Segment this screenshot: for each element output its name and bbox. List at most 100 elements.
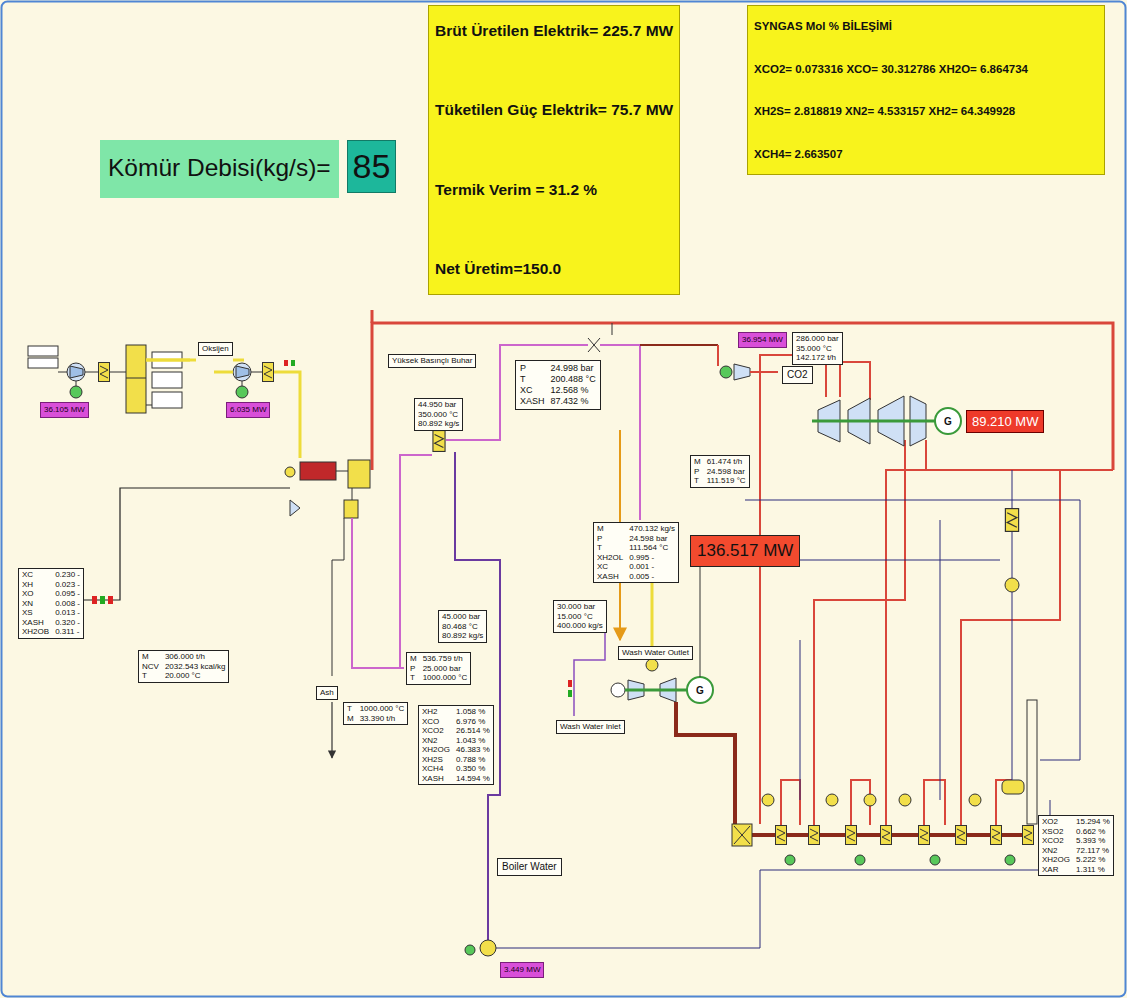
node-text: 2032.543 kcal/kg [165,662,226,672]
node-text: Wash Water Inlet [560,722,621,732]
node-text: T [520,374,545,385]
stream-table: M470.132 kg/sP24.598 barT111.564 °CXH2OL… [593,522,679,583]
node-text: XH2OG [1042,855,1070,865]
node-text: P [694,467,701,477]
node-text: XASH [422,774,450,784]
node-text: P [597,534,623,544]
node-text: XO2 [1042,817,1070,827]
node-text: XCH4 [422,764,450,774]
node-text: SYNGAS Mol % BİLEŞİMİ [754,20,1098,32]
gas-turbine [611,677,713,703]
node-text: 3.449 MW [504,965,540,975]
node-text: 26.514 % [456,726,490,736]
node-text: 87.432 % [551,396,596,407]
node-text: 1.043 % [456,736,490,746]
node-text: 536.759 t/h [423,654,468,664]
node-text: 5.222 % [1076,855,1110,865]
node-text: XASH [520,396,545,407]
node-text: 80.892 kg/s [418,419,459,429]
power-box: 6.035 MW [226,402,270,418]
node-text: XS [22,608,49,618]
node-text: 24.598 bar [707,467,746,477]
coal-flow-label: Kömür Debisi(kg/s)= [100,140,339,198]
node-text: 36.954 MW [742,335,783,345]
node-text: T [694,476,701,486]
power-box: 89.210 MW [966,410,1044,433]
node-text: 0.023 - [55,580,80,590]
node-text: XN2 [422,736,450,746]
node-text: XC [597,562,623,572]
node-text: 1000.000 °C [360,704,405,714]
node-text: Yüksek Basınçlı Buhar [392,356,472,366]
node-text: XCO2= 0.073316 XCO= 30.312786 XH2O= 6.86… [754,63,1098,75]
node-text: T [410,673,417,683]
node-text: XH2OL [597,553,623,563]
node-text: XH2S [422,755,450,765]
node-text: XC [22,570,49,580]
node-text: P [410,664,417,674]
results-panel: Brüt Üretilen Elektrik= 225.7 MW Tüketile… [428,5,680,295]
node-text: 0.095 - [55,589,80,599]
node-text: 0.008 - [55,599,80,609]
node-text: 80.892 kg/s [442,631,483,641]
node-text: 12.568 % [551,385,596,396]
node-text: 20.000 °C [165,671,226,681]
power-box: 136.517 MW [690,535,800,567]
node-text: XH2S= 2.818819 XN2= 4.533157 XH2= 64.349… [754,105,1098,117]
node-text: 89.210 MW [972,414,1038,429]
node-text: Tüketilen Güç Elektrik= 75.7 MW [435,101,673,119]
stream-tag: Boiler Water [497,858,562,876]
node-text: XCO2 [1042,836,1070,846]
stream-tag: Wash Water Outlet [618,646,693,660]
node-text: 85 [353,147,391,186]
node-text: Oksijen [202,344,229,354]
node-text: 14.594 % [456,774,490,784]
node-text: 0.350 % [456,764,490,774]
node-text: 0.311 - [55,627,80,637]
node-text: XH2OG [422,745,450,755]
stream-tag: Wash Water Inlet [556,720,625,734]
node-text: 72.117 % [1076,846,1110,856]
node-text: 30.000 bar [557,602,603,612]
node-text: XO [22,589,49,599]
node-text: T [347,704,354,714]
coal-flow-value: 85 [347,140,397,193]
node-text: 15.294 % [1076,817,1110,827]
node-text: 24.598 bar [629,534,675,544]
stream-table: T 1000.000 °C M 33.390 t/h [343,702,408,725]
node-text: Boiler Water [502,861,557,873]
node-text: 136.517 MW [697,541,793,561]
node-text: Brüt Üretilen Elektrik= 225.7 MW [435,22,673,40]
node-text: CO2 [787,369,808,381]
node-text: 33.390 t/h [360,714,405,724]
node-text: 0.320 - [55,618,80,628]
power-box: 3.449 MW [500,962,544,978]
node-text: XN [22,599,49,609]
node-text: T [597,543,623,553]
node-text: 0.662 % [1076,827,1110,837]
node-text: 111.519 °C [707,476,746,486]
node-text: Wash Water Outlet [622,648,689,658]
node-text: XCO2 [422,726,450,736]
node-text: 35.000 °C [796,344,839,354]
stream-table: 286.000 bar35.000 °C142.172 t/h [792,332,843,365]
node-text: 0.788 % [456,755,490,765]
node-text: T [142,671,159,681]
stream-table: M61.474 t/hP24.598 barT111.519 °C [690,455,750,488]
generator-letter: G [696,685,704,696]
node-text: 350.000 °C [418,410,459,420]
node-text: 142.172 t/h [796,353,839,363]
node-text: 1.058 % [456,707,490,717]
stream-tag: CO2 [782,366,813,384]
gasifier [285,460,370,518]
node-text: M [347,714,354,724]
node-text: XH [22,580,49,590]
node-text: 15.000 °C [557,612,603,622]
node-text: 470.132 kg/s [629,524,675,534]
node-text: XAR [1042,865,1070,875]
node-text: 25.000 bar [423,664,468,674]
node-text: 0.001 - [629,562,675,572]
node-text: XASH [597,572,623,582]
stream-table: XO215.294 %XSO20.662 %XCO25.393 %XN272.1… [1038,815,1114,876]
node-text: 0.230 - [55,570,80,580]
